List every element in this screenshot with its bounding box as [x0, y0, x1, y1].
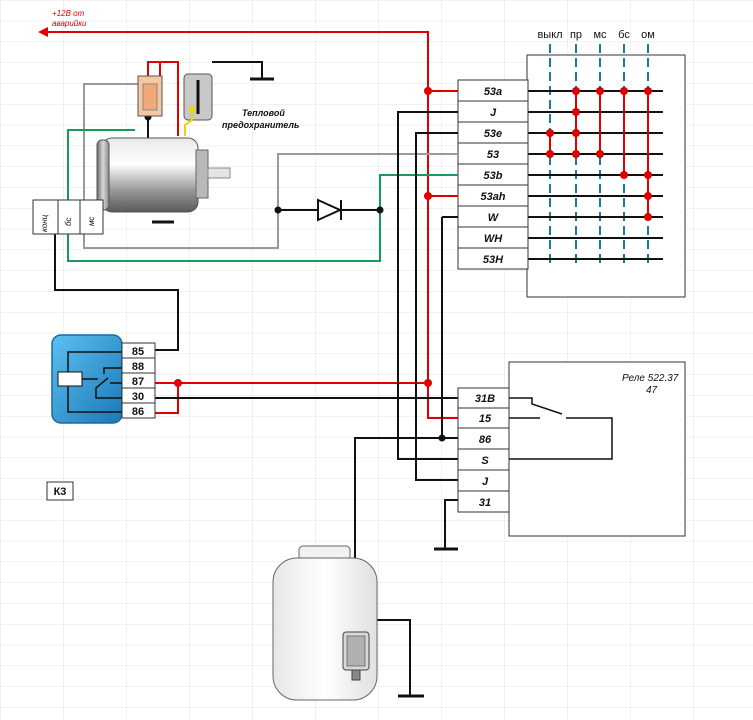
- power-note: +12В от аварийки: [52, 9, 87, 28]
- terminal-j-label: J: [490, 107, 497, 119]
- relay-522-internal: [509, 397, 613, 460]
- relay-522-terminal-31b: 31B: [475, 393, 495, 405]
- power-note-line1: +12В от: [52, 9, 85, 18]
- switch-row-lines: [528, 90, 663, 260]
- switch-contact-dots: [546, 87, 652, 221]
- position-om-label: ом: [641, 29, 655, 41]
- green-wires: [67, 129, 458, 262]
- washer-pump-icon: [342, 631, 370, 681]
- position-ms-label: мс: [593, 29, 607, 41]
- relay-522-body: [508, 361, 686, 537]
- switch-position-headers: выкл пр мс бс ом: [537, 29, 654, 41]
- arrow-icon: [38, 27, 48, 37]
- relay-522-terminal-86: 86: [479, 434, 492, 446]
- k3-label: К3: [54, 486, 67, 498]
- contact-ms-label: мс: [87, 217, 96, 226]
- switch-terminal-block: 53a J 53e 53 53b 53ah W WH 53H: [457, 79, 529, 270]
- relay-terminal-85: 85: [132, 346, 144, 358]
- ground-symbols: [152, 77, 458, 698]
- thermal-fuse: [183, 73, 213, 136]
- relay-terminal-30: 30: [132, 391, 144, 403]
- thermal-fuse-label-line1: Тепловой: [242, 108, 285, 118]
- power-note-line2: аварийки: [52, 19, 87, 28]
- red-junctions: [174, 87, 432, 387]
- terminal-53b-label: 53b: [484, 170, 503, 182]
- relay-522-title-suffix: 47: [646, 385, 658, 396]
- terminal-53-label: 53: [487, 149, 499, 161]
- contact-konc-label: конц: [40, 214, 49, 232]
- relay-522-terminal-31: 31: [479, 497, 491, 509]
- thermal-fuse-label-line2: предохранитель: [222, 120, 299, 130]
- terminal-53ah-label: 53ah: [480, 191, 505, 203]
- washer-tank: [272, 545, 378, 701]
- motor-contact-strip: конц бс мс: [32, 199, 104, 235]
- diode-icon: [317, 198, 343, 222]
- position-bs-label: бс: [618, 29, 630, 41]
- position-off-label: выкл: [537, 29, 562, 41]
- auxiliary-relay: [51, 334, 123, 424]
- relay-522-title: Реле 522.37: [622, 373, 679, 384]
- grey-wires: [83, 83, 458, 249]
- relay-522-terminals: 31B 15 86 S J 31: [457, 387, 510, 513]
- position-pr-label: пр: [570, 29, 582, 41]
- k3-box: К3: [46, 481, 74, 501]
- terminal-53a-label: 53a: [484, 86, 502, 98]
- contact-bs-label: бс: [64, 218, 73, 227]
- terminal-53h-label: 53H: [483, 254, 504, 266]
- relay-terminal-86: 86: [132, 406, 144, 418]
- terminal-53e-label: 53e: [484, 128, 502, 140]
- auxiliary-relay-terminals: 85 88 87 30 86: [121, 342, 156, 419]
- motor-terminal-block: [137, 75, 163, 117]
- relay-522-terminal-j: J: [482, 476, 489, 488]
- relay-522-terminal-15: 15: [479, 413, 492, 425]
- terminal-w-label: W: [488, 212, 500, 224]
- relay-terminal-87: 87: [132, 376, 144, 388]
- relay-522-terminal-s: S: [481, 455, 489, 467]
- wiper-motor: [96, 137, 231, 213]
- relay-terminal-88: 88: [132, 361, 144, 373]
- terminal-wh-label: WH: [484, 233, 503, 245]
